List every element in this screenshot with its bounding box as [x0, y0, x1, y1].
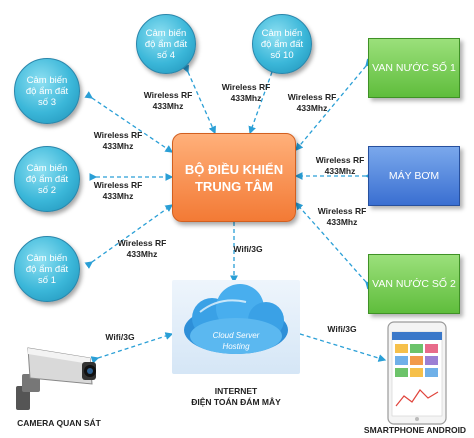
link-label-cloud: Wifi/3G [233, 244, 263, 254]
water-pump: MÁY BƠM [368, 146, 460, 206]
link-valve1 [295, 58, 374, 151]
link-phone [292, 328, 387, 362]
link-label-phone: Wifi/3G [327, 324, 357, 334]
camera-icon [16, 347, 96, 410]
link-camera [90, 332, 174, 364]
link-sensor3 [84, 91, 174, 153]
link-valve2 [295, 202, 374, 290]
cloud-icon [184, 284, 288, 354]
link-sensor10 [248, 64, 278, 135]
smartphone-icon [387, 321, 447, 425]
link-label-camera: Wifi/3G [105, 332, 135, 342]
water-valve-1: VAN NƯỚC SỐ 1 [368, 38, 460, 98]
phone-label: SMARTPHONE ANDROID [363, 425, 467, 435]
link-sensor1 [84, 204, 174, 269]
camera-label: CAMERA QUAN SÁT [17, 418, 101, 428]
water-valve-2: VAN NƯỚC SỐ 2 [368, 254, 460, 314]
